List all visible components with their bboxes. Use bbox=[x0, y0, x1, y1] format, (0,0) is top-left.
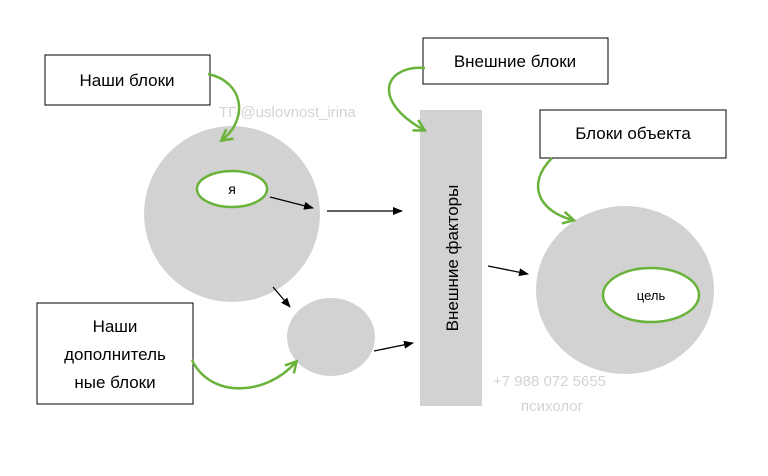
watermark-profession: психолог bbox=[521, 398, 584, 415]
self-ellipse bbox=[195, 169, 269, 209]
self-circle bbox=[144, 126, 320, 302]
additional-blocks-line1: Наши bbox=[93, 317, 138, 336]
arrow-factors-to-goal bbox=[487, 265, 529, 277]
additional-blocks-line2: дополнитель bbox=[64, 345, 166, 364]
external-factors-bar bbox=[420, 110, 482, 406]
object-blocks-box bbox=[539, 109, 727, 159]
arrow-additional-to-factors bbox=[373, 340, 414, 352]
external-blocks-label: Внешние блоки bbox=[454, 52, 576, 71]
our-blocks-label: Наши блоки bbox=[79, 71, 174, 90]
goal-label: цель bbox=[637, 288, 666, 303]
watermark-handle: ТГ @uslovnost_irina bbox=[219, 104, 356, 121]
green-arrow-object-blocks bbox=[536, 157, 573, 220]
self-label: я bbox=[228, 181, 236, 197]
green-arrow-our-blocks bbox=[207, 72, 241, 140]
goal-ellipse bbox=[601, 266, 701, 324]
arrow-self-to-additional bbox=[272, 286, 291, 308]
our-blocks-box bbox=[44, 54, 211, 106]
object-blocks-label: Блоки объекта bbox=[575, 124, 691, 143]
external-factors-label: Внешние факторы bbox=[443, 185, 462, 332]
green-arrow-additional-blocks bbox=[190, 360, 296, 390]
green-arrow-external-blocks bbox=[388, 66, 425, 130]
external-blocks-box bbox=[422, 37, 609, 85]
additional-blocks-box bbox=[36, 302, 194, 405]
arrow-self-short bbox=[269, 196, 314, 210]
additional-circle bbox=[287, 298, 375, 376]
watermark-phone: +7 988 072 5655 bbox=[493, 373, 606, 390]
additional-blocks-line3: ные блоки bbox=[74, 373, 155, 392]
